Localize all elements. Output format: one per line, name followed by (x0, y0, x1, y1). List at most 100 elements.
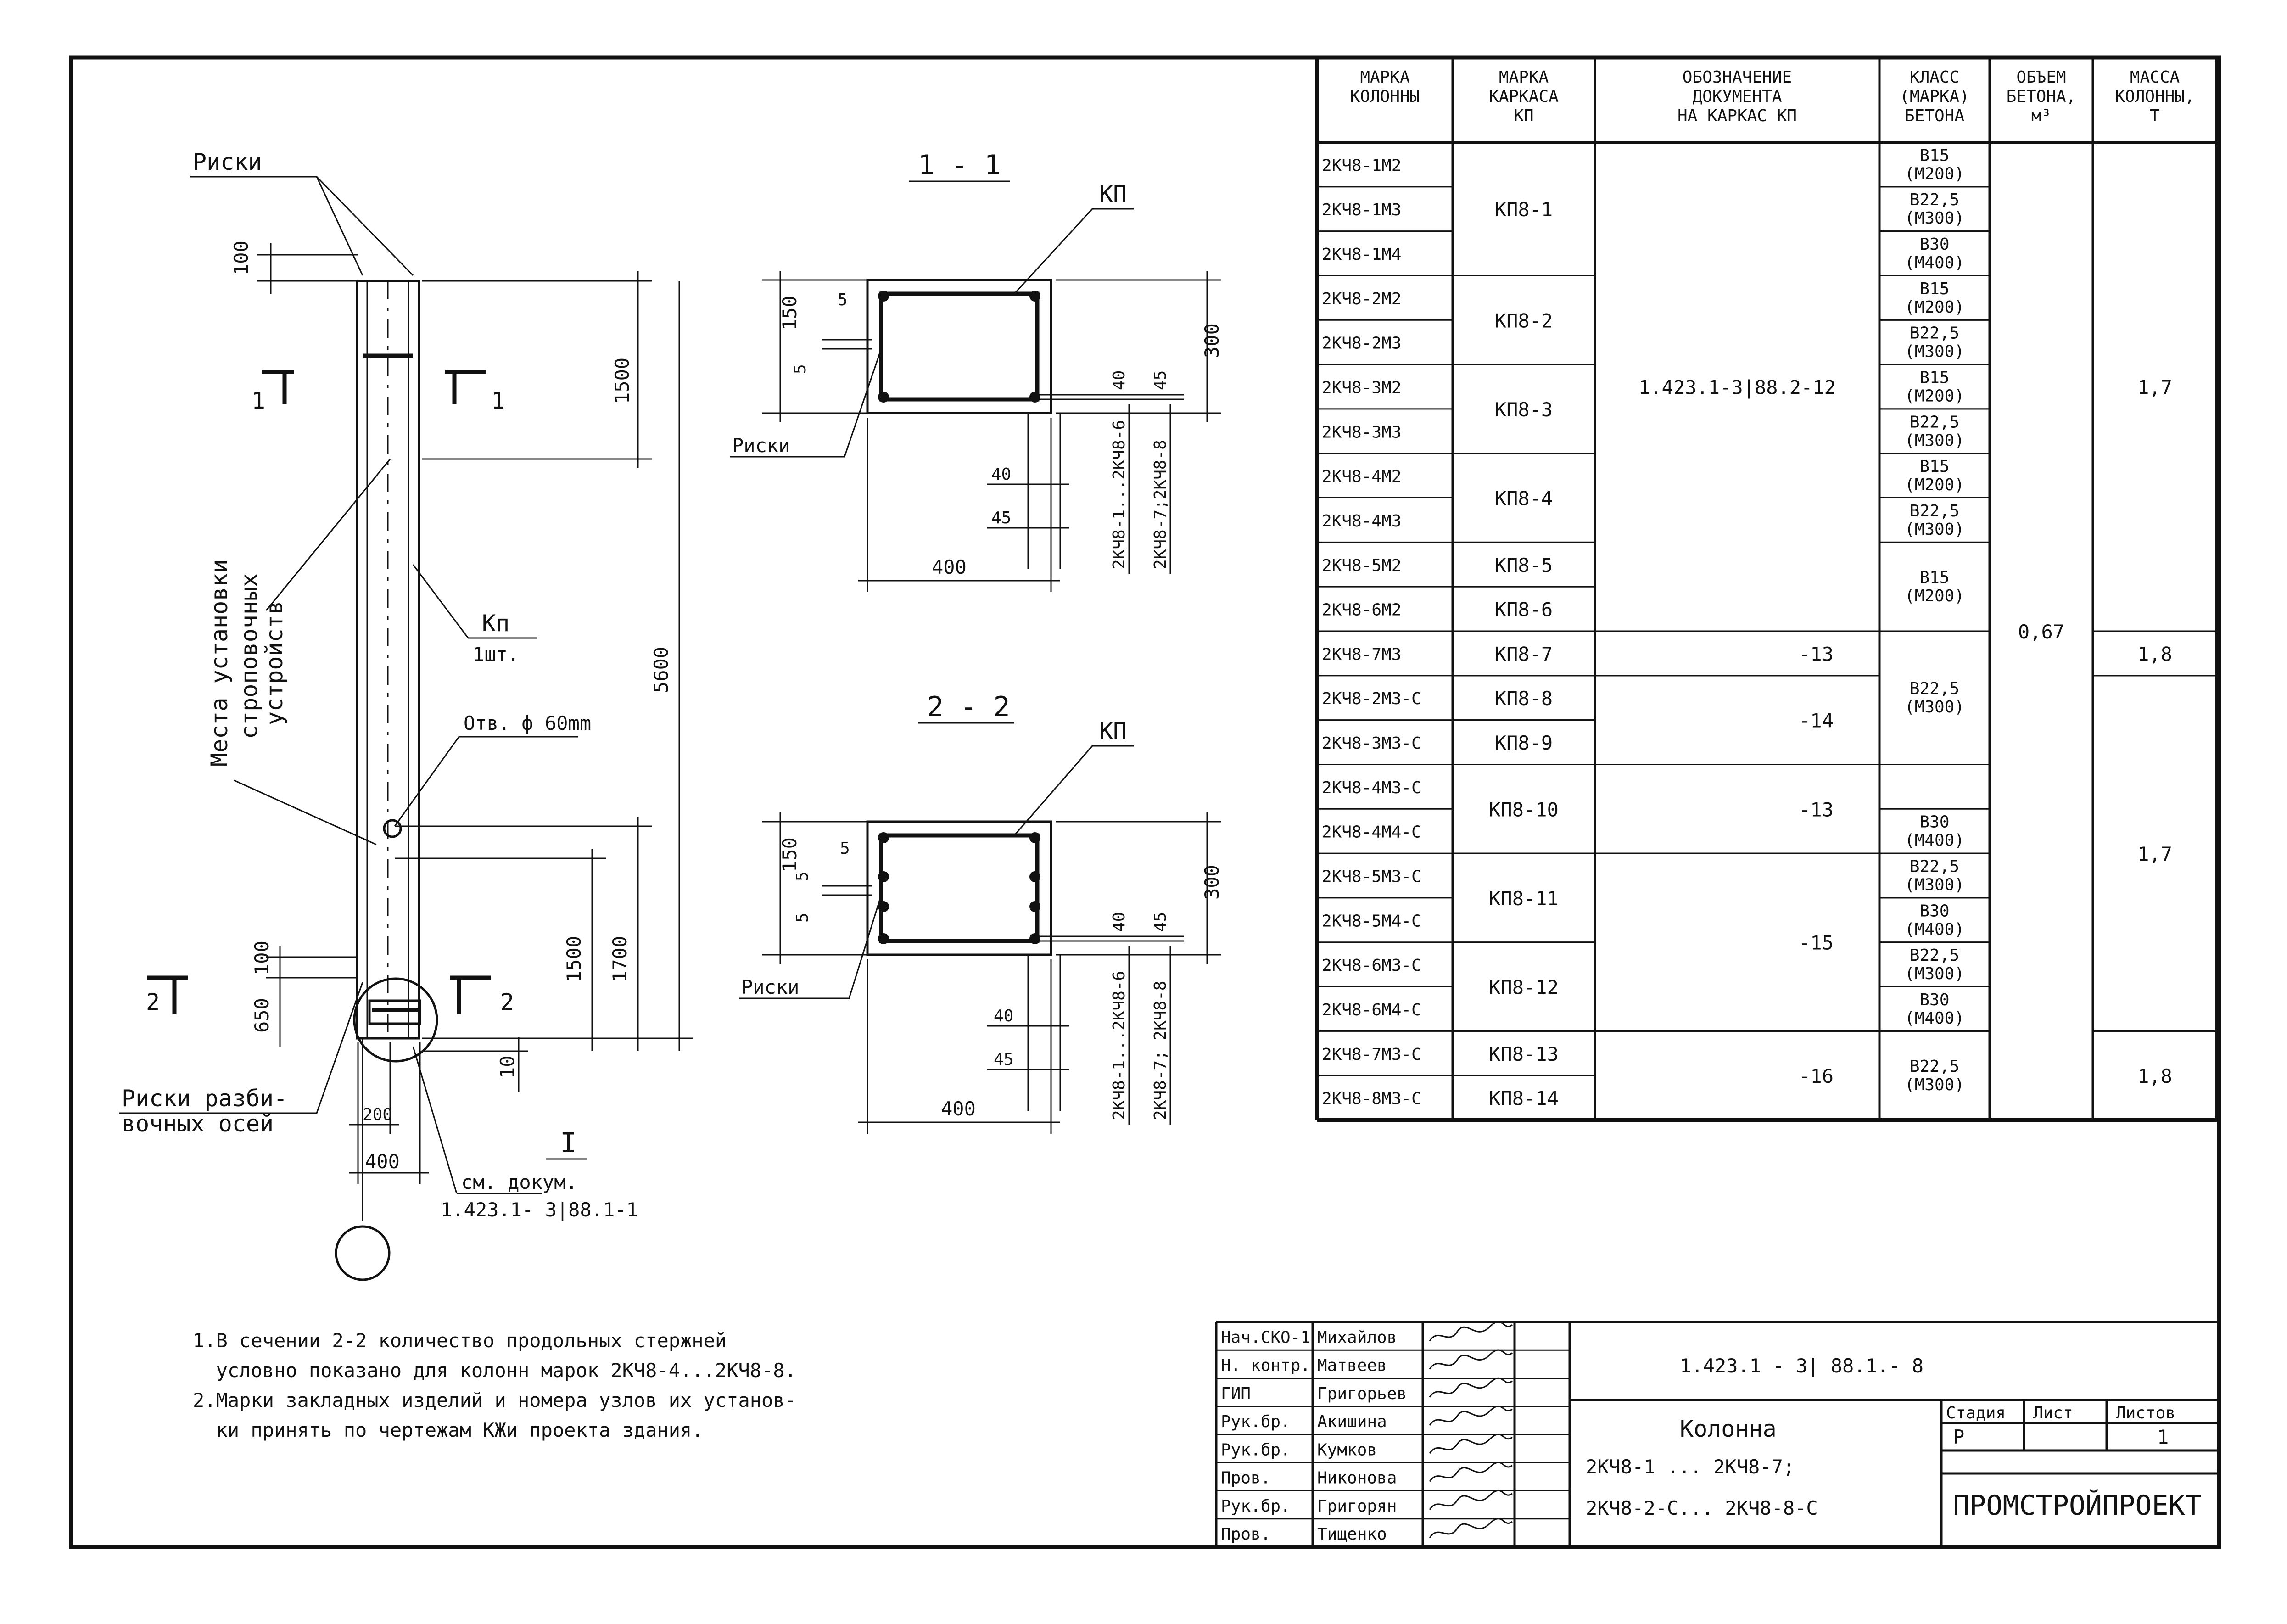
s2-45: 45 (1151, 912, 1170, 932)
title-block-role: ГИП (1221, 1384, 1251, 1403)
table-frame-cell: КП8-9 (1495, 732, 1553, 754)
s1-40: 40 (1110, 370, 1129, 390)
table-class-cell: (М300) (1905, 1075, 1964, 1094)
table-document-cell: -15 (1799, 932, 1834, 954)
stage-header: Стадия (1946, 1404, 2006, 1422)
title-block-name: Тищенко (1317, 1525, 1387, 1544)
table-frame-cell: КП8-12 (1489, 976, 1559, 999)
table-frame-cell: КП8-8 (1495, 687, 1553, 710)
table-header-cell: (МАРКА) (1900, 87, 1969, 106)
table-class-cell: В30 (1919, 902, 1949, 920)
table-class-cell: В22,5 (1910, 1057, 1959, 1076)
table-class-cell: В22,5 (1910, 946, 1959, 965)
table-class-cell: (М300) (1905, 698, 1964, 717)
sheets-header: Листов (2116, 1404, 2175, 1422)
signature-scribble (1429, 1490, 1513, 1510)
sec-mark-1-left: 1 (252, 387, 265, 414)
table-row-column-mark: 2КЧ8-3М3-С (1322, 734, 1421, 753)
table-class-cell: В30 (1919, 235, 1949, 254)
table-header-cell: КОЛОННЫ (1350, 87, 1420, 106)
notes: 1.В сечении 2-2 количество продольных ст… (193, 1329, 796, 1441)
dim-1500-bottom: 1500 (563, 936, 585, 982)
section-1-1: 1 - 1 КП 150 5 5 300 40 45 Риски 40 45 4… (730, 149, 1223, 592)
table-document-cell: -14 (1799, 710, 1834, 732)
dim-1700: 1700 (609, 936, 631, 982)
s1-45b: 45 (991, 509, 1011, 527)
doc-code: 1.423.1 - 3| 88.1.- 8 (1680, 1355, 1924, 1377)
dim-1500-top: 1500 (611, 358, 633, 404)
org-name: ПРОМСТРОЙПРОЕКТ (1953, 1489, 2202, 1522)
table-mass-cell: 1,8 (2137, 643, 2172, 665)
table-class-cell: В22,5 (1910, 679, 1959, 698)
title-block: 1.423.1 - 3| 88.1.- 8 Колонна 2КЧ8-1 ...… (1215, 1321, 2219, 1548)
table-row-column-mark: 2КЧ8-4М2 (1322, 467, 1401, 486)
table-class-cell: В30 (1919, 813, 1949, 832)
table-header-cell: Т (2150, 106, 2160, 125)
dim-650: 650 (251, 998, 273, 1033)
table-row-column-mark: 2КЧ8-2М3-С (1322, 689, 1421, 708)
signature-scribble (1429, 1377, 1513, 1398)
s1-300: 300 (1201, 323, 1223, 358)
stage-value: Р (1953, 1426, 1964, 1448)
table-row-column-mark: 2КЧ8-3М2 (1322, 379, 1401, 398)
sec-mark-2-left: 2 (146, 989, 160, 1015)
item-sub-2: 2КЧ8-2-С... 2КЧ8-8-С (1586, 1497, 1818, 1519)
table-row-column-mark: 2КЧ8-6М3-С (1322, 956, 1421, 975)
table-frame-cell: КП8-4 (1495, 487, 1553, 510)
note-line-1: 1.В сечении 2-2 количество продольных ст… (193, 1329, 727, 1352)
s2-5a: 5 (840, 839, 850, 858)
table-row-column-mark: 2КЧ8-4М4-С (1322, 823, 1421, 842)
sheet-header: Лист (2033, 1404, 2073, 1422)
table-header-cell: КЛАСС (1910, 68, 1959, 87)
dim-5600: 5600 (650, 647, 672, 693)
table-class-cell: (М200) (1905, 298, 1964, 317)
note-line-3: 2.Марки закладных изделий и номера узлов… (193, 1389, 796, 1411)
table-header-cell: БЕТОНА (1905, 106, 1964, 125)
s2-40b: 40 (994, 1007, 1013, 1025)
section-2-2: 2 - 2 КП 150 5 5 5 300 40 45 Риски 40 45… (739, 691, 1223, 1134)
s2-5c: 5 (793, 913, 812, 923)
table-document-cell: -13 (1799, 798, 1834, 821)
table-row-column-mark: 2КЧ8-6М4-С (1322, 1001, 1421, 1019)
table-row-column-mark: 2КЧ8-2М3 (1322, 334, 1401, 353)
see-doc-2: 1.423.1- 3|88.1-1 (441, 1198, 638, 1221)
table-header-cell: МАССА (2130, 68, 2180, 87)
s2-40: 40 (1110, 912, 1129, 932)
table-header-cell: МАРКА (1499, 68, 1549, 87)
table-class-cell: (М400) (1905, 920, 1964, 939)
item-sub-1: 2КЧ8-1 ... 2КЧ8-7; (1586, 1456, 1795, 1478)
see-doc-1: см. докум. (461, 1171, 577, 1193)
s1-range2: 2КЧ8-7;2КЧ8-8 (1151, 440, 1170, 569)
s1-45: 45 (1151, 370, 1170, 390)
dim-10: 10 (496, 1055, 519, 1079)
s1-400: 400 (932, 556, 967, 578)
table-header-cell: МАРКА (1360, 68, 1410, 87)
table-header-cell: БЕТОНА, (2007, 87, 2076, 106)
dim-400: 400 (365, 1150, 400, 1173)
table-class-cell: (М300) (1905, 209, 1964, 228)
mesta-label-3: устройств (261, 601, 288, 725)
table-mass-cell: 1,7 (2137, 376, 2172, 399)
sheets-value: 1 (2157, 1426, 2169, 1448)
s2-5b: 5 (793, 871, 812, 881)
note-line-2: условно показано для колонн марок 2КЧ8-4… (193, 1359, 796, 1382)
title-block-role: Рук.бр. (1221, 1412, 1291, 1431)
s2-range2: 2КЧ8-7; 2КЧ8-8 (1151, 981, 1170, 1120)
table-mass-cell: 1,7 (2137, 843, 2172, 865)
sec-mark-1-right: 1 (491, 387, 505, 414)
table-frame-cell: КП8-3 (1495, 398, 1553, 421)
table-class-cell: (М200) (1905, 387, 1964, 406)
s1-range1: 2КЧ8-1...2КЧ8-6 (1110, 420, 1129, 569)
table-row-column-mark: 2КЧ8-2М2 (1322, 290, 1401, 308)
table-row-column-mark: 2КЧ8-8М3-С (1322, 1090, 1421, 1109)
hole-60 (383, 819, 402, 838)
s1-5b: 5 (791, 364, 810, 374)
signature-scribble (1429, 1462, 1513, 1482)
signature-scribble (1429, 1321, 1513, 1342)
table-frame-cell: КП8-7 (1495, 643, 1553, 665)
table-class-cell: В15 (1919, 146, 1949, 165)
dim-200: 200 (363, 1105, 392, 1124)
table-frame-cell: КП8-5 (1495, 554, 1553, 577)
table-row-column-mark: 2КЧ8-4М3-С (1322, 778, 1421, 797)
riski-sec2: Риски (741, 976, 799, 998)
